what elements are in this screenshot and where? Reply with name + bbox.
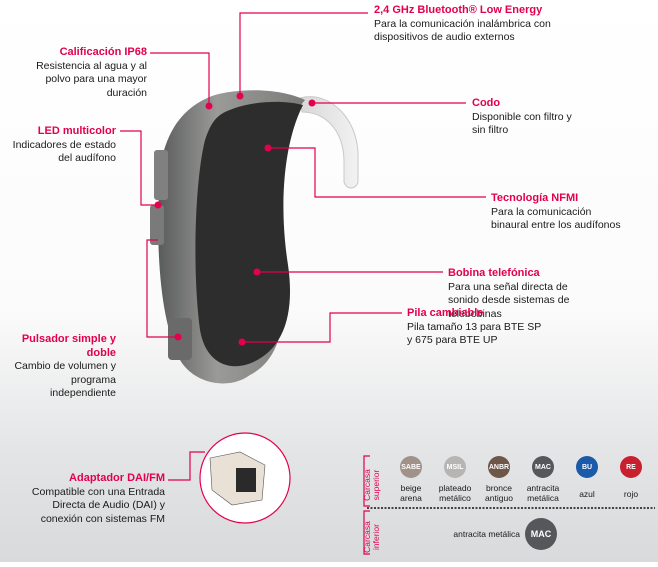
callout-led: LED multicolor Indicadores de estado del… — [13, 125, 116, 166]
color-swatch-sabe: SABE — [400, 456, 422, 478]
callout-desc: Pila tamaño 13 para BTE SP — [407, 320, 542, 333]
callout-desc: Para una señal directa de — [448, 280, 568, 293]
callout-title: Adaptador DAI/FM — [69, 472, 165, 484]
callout-title: Bobina telefónica — [448, 267, 540, 279]
callout-pila: Pila cambiable Pila tamaño 13 para BTE S… — [407, 307, 541, 348]
callout-desc: Directa de Audio (DAI) y — [52, 499, 165, 511]
color-name: rojo — [601, 489, 658, 499]
callout-desc: duración — [106, 86, 147, 99]
callout-desc: dispositivos de audio externos — [374, 31, 515, 43]
color-swatch-bu: BU — [576, 456, 598, 478]
callout-codo: Codo Disponible con filtro y sin filtro — [472, 97, 572, 138]
color-name-line: rojo — [623, 489, 639, 499]
callout-pulsador: Pulsador simple y doble Cambio de volume… — [0, 333, 116, 401]
color-name-line: bronce — [486, 483, 512, 493]
callout-desc: polvo para una mayor — [45, 73, 147, 85]
callout-title: LED multicolor — [37, 125, 116, 137]
color-name-line: antiguo — [485, 493, 513, 503]
color-name-line: plateado — [438, 483, 472, 493]
callout-desc: independiente — [50, 387, 116, 399]
callout-desc: telebobinas — [448, 307, 502, 320]
callout-desc: programa — [71, 373, 116, 386]
callout-desc: sin filtro — [472, 124, 509, 136]
device-panel — [195, 101, 303, 367]
callout-desc: Resistencia al agua y al — [36, 59, 147, 72]
color-name-line: metálica — [527, 493, 559, 503]
callout-title: Pila cambiable — [407, 307, 484, 319]
lower-housing-label: Carcasa inferior — [362, 507, 381, 567]
color-name-line: azul — [579, 489, 595, 499]
color-name-line: antracita — [526, 483, 560, 493]
callout-title: 2,4 GHz Bluetooth® Low Energy — [374, 4, 543, 16]
callout-desc: Cambio de volumen y — [14, 360, 116, 372]
dai-connector — [236, 468, 256, 492]
panel-brackets — [363, 455, 370, 555]
color-swatch-lower-mac: MAC — [525, 518, 557, 550]
callout-desc: binaural entre los audífonos — [491, 219, 621, 231]
color-name-line: beige — [400, 483, 422, 493]
callout-desc: Para la comunicación — [491, 205, 592, 218]
label-line: inferior — [371, 524, 381, 550]
callout-title: Tecnología NFMI — [491, 192, 579, 204]
callout-desc: Disponible con filtro y — [472, 110, 572, 123]
callout-desc: y 675 para BTE UP — [407, 334, 498, 346]
color-swatch-mac: MAC — [532, 456, 554, 478]
callout-desc: sonido desde sistemas de — [448, 294, 570, 306]
color-swatch-anbr: ANBR — [488, 456, 510, 478]
color-swatch-re: RE — [620, 456, 642, 478]
earhook — [299, 96, 359, 189]
callout-desc: Compatible con una Entrada — [31, 485, 165, 498]
callout-title: Pulsador simple y doble — [21, 333, 116, 359]
color-swatch-msil: MSIL — [444, 456, 466, 478]
callout-nfmi: Tecnología NFMI Para la comunicación bin… — [491, 192, 621, 233]
upper-housing-label: Carcasa superior — [362, 455, 381, 515]
color-name-line: metálico — [439, 493, 471, 503]
lower-color-name: antracita metálica — [453, 529, 520, 539]
side-button — [150, 205, 164, 245]
callout-bluetooth: 2,4 GHz Bluetooth® Low Energy Para la co… — [374, 4, 551, 45]
callout-title: Codo — [472, 97, 501, 109]
color-name-line: arena — [400, 493, 422, 503]
callout-desc: del audífono — [58, 152, 116, 164]
callout-dai: Adaptador DAI/FM Compatible con una Entr… — [32, 472, 165, 526]
callout-desc: conexión con sistemas FM — [40, 512, 165, 525]
callout-desc: Para la comunicación inalámbrica con — [374, 17, 551, 30]
callout-ip68: Calificación IP68 Resistencia al agua y … — [36, 46, 147, 100]
callout-bobina: Bobina telefónica Para una señal directa… — [448, 267, 569, 321]
callout-title: Calificación IP68 — [59, 46, 147, 58]
color-name: azul — [557, 489, 617, 499]
label-line: superior — [371, 469, 381, 501]
led-button — [154, 150, 168, 200]
callout-dots — [154, 92, 316, 346]
callout-desc: Indicadores de estado — [12, 138, 116, 151]
leader-lines — [120, 12, 486, 481]
